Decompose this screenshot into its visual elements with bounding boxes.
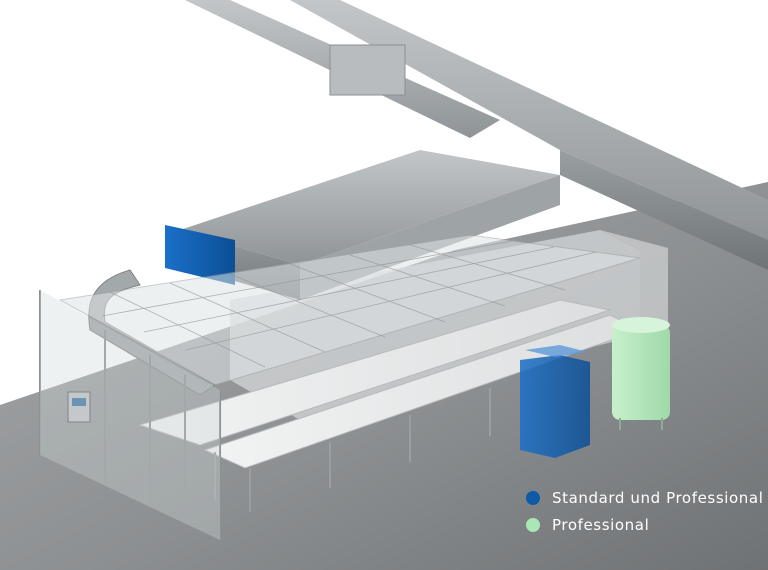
air-handling-unit-top (180, 150, 560, 265)
legend-dot-blue (526, 490, 540, 505)
booth-front-frame (39, 290, 221, 540)
ceiling-duct-2-side (560, 150, 768, 270)
booth-glass (40, 290, 220, 540)
legend-item-professional: Professional (526, 511, 763, 538)
legend-label-standard: Standard und Professional (552, 488, 764, 507)
blue-filter-module (165, 225, 235, 285)
ceiling-duct-2 (290, 0, 768, 240)
table-legs (214, 388, 491, 512)
legend: Standard und Professional Professional (526, 484, 763, 538)
blue-cabinet-top (525, 345, 588, 357)
filter-ceiling-grid (101, 240, 597, 368)
green-tank-legs (619, 418, 663, 430)
legend-label-professional: Professional (552, 515, 650, 534)
legend-dot-green (526, 517, 540, 532)
green-tank-top (612, 317, 670, 333)
work-table-back (138, 299, 612, 446)
duct-junction (329, 44, 406, 96)
green-tank (612, 325, 670, 420)
blue-cabinet (520, 355, 590, 458)
legend-item-standard: Standard und Professional (526, 484, 763, 511)
control-panel (67, 391, 91, 423)
filter-ceiling (58, 234, 641, 386)
control-panel-screen (72, 398, 86, 406)
